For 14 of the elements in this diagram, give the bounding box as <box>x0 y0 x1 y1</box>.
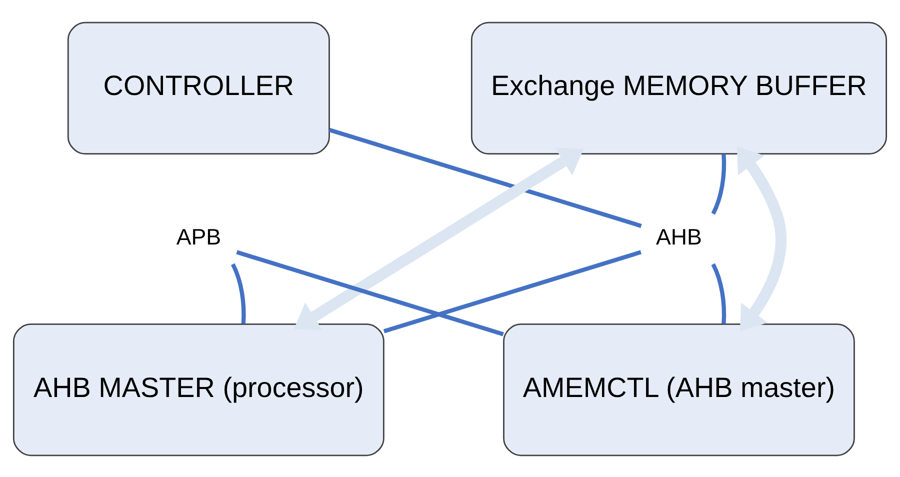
connector <box>711 262 726 324</box>
node-box: Exchange MEMORY BUFFER <box>470 21 888 154</box>
connector <box>711 153 726 214</box>
node-text: AHB <box>656 224 702 249</box>
connector <box>230 262 246 324</box>
node-box: AHB MASTER (processor) <box>12 322 384 456</box>
connector <box>328 127 642 228</box>
arrow <box>294 146 584 330</box>
connector <box>383 250 642 333</box>
node-box: CONTROLLER <box>67 21 330 154</box>
arrow <box>737 146 787 332</box>
node-text: APB <box>176 224 222 249</box>
connector <box>236 250 504 336</box>
node-box: AMEMCTL (AHB master) <box>503 322 855 456</box>
